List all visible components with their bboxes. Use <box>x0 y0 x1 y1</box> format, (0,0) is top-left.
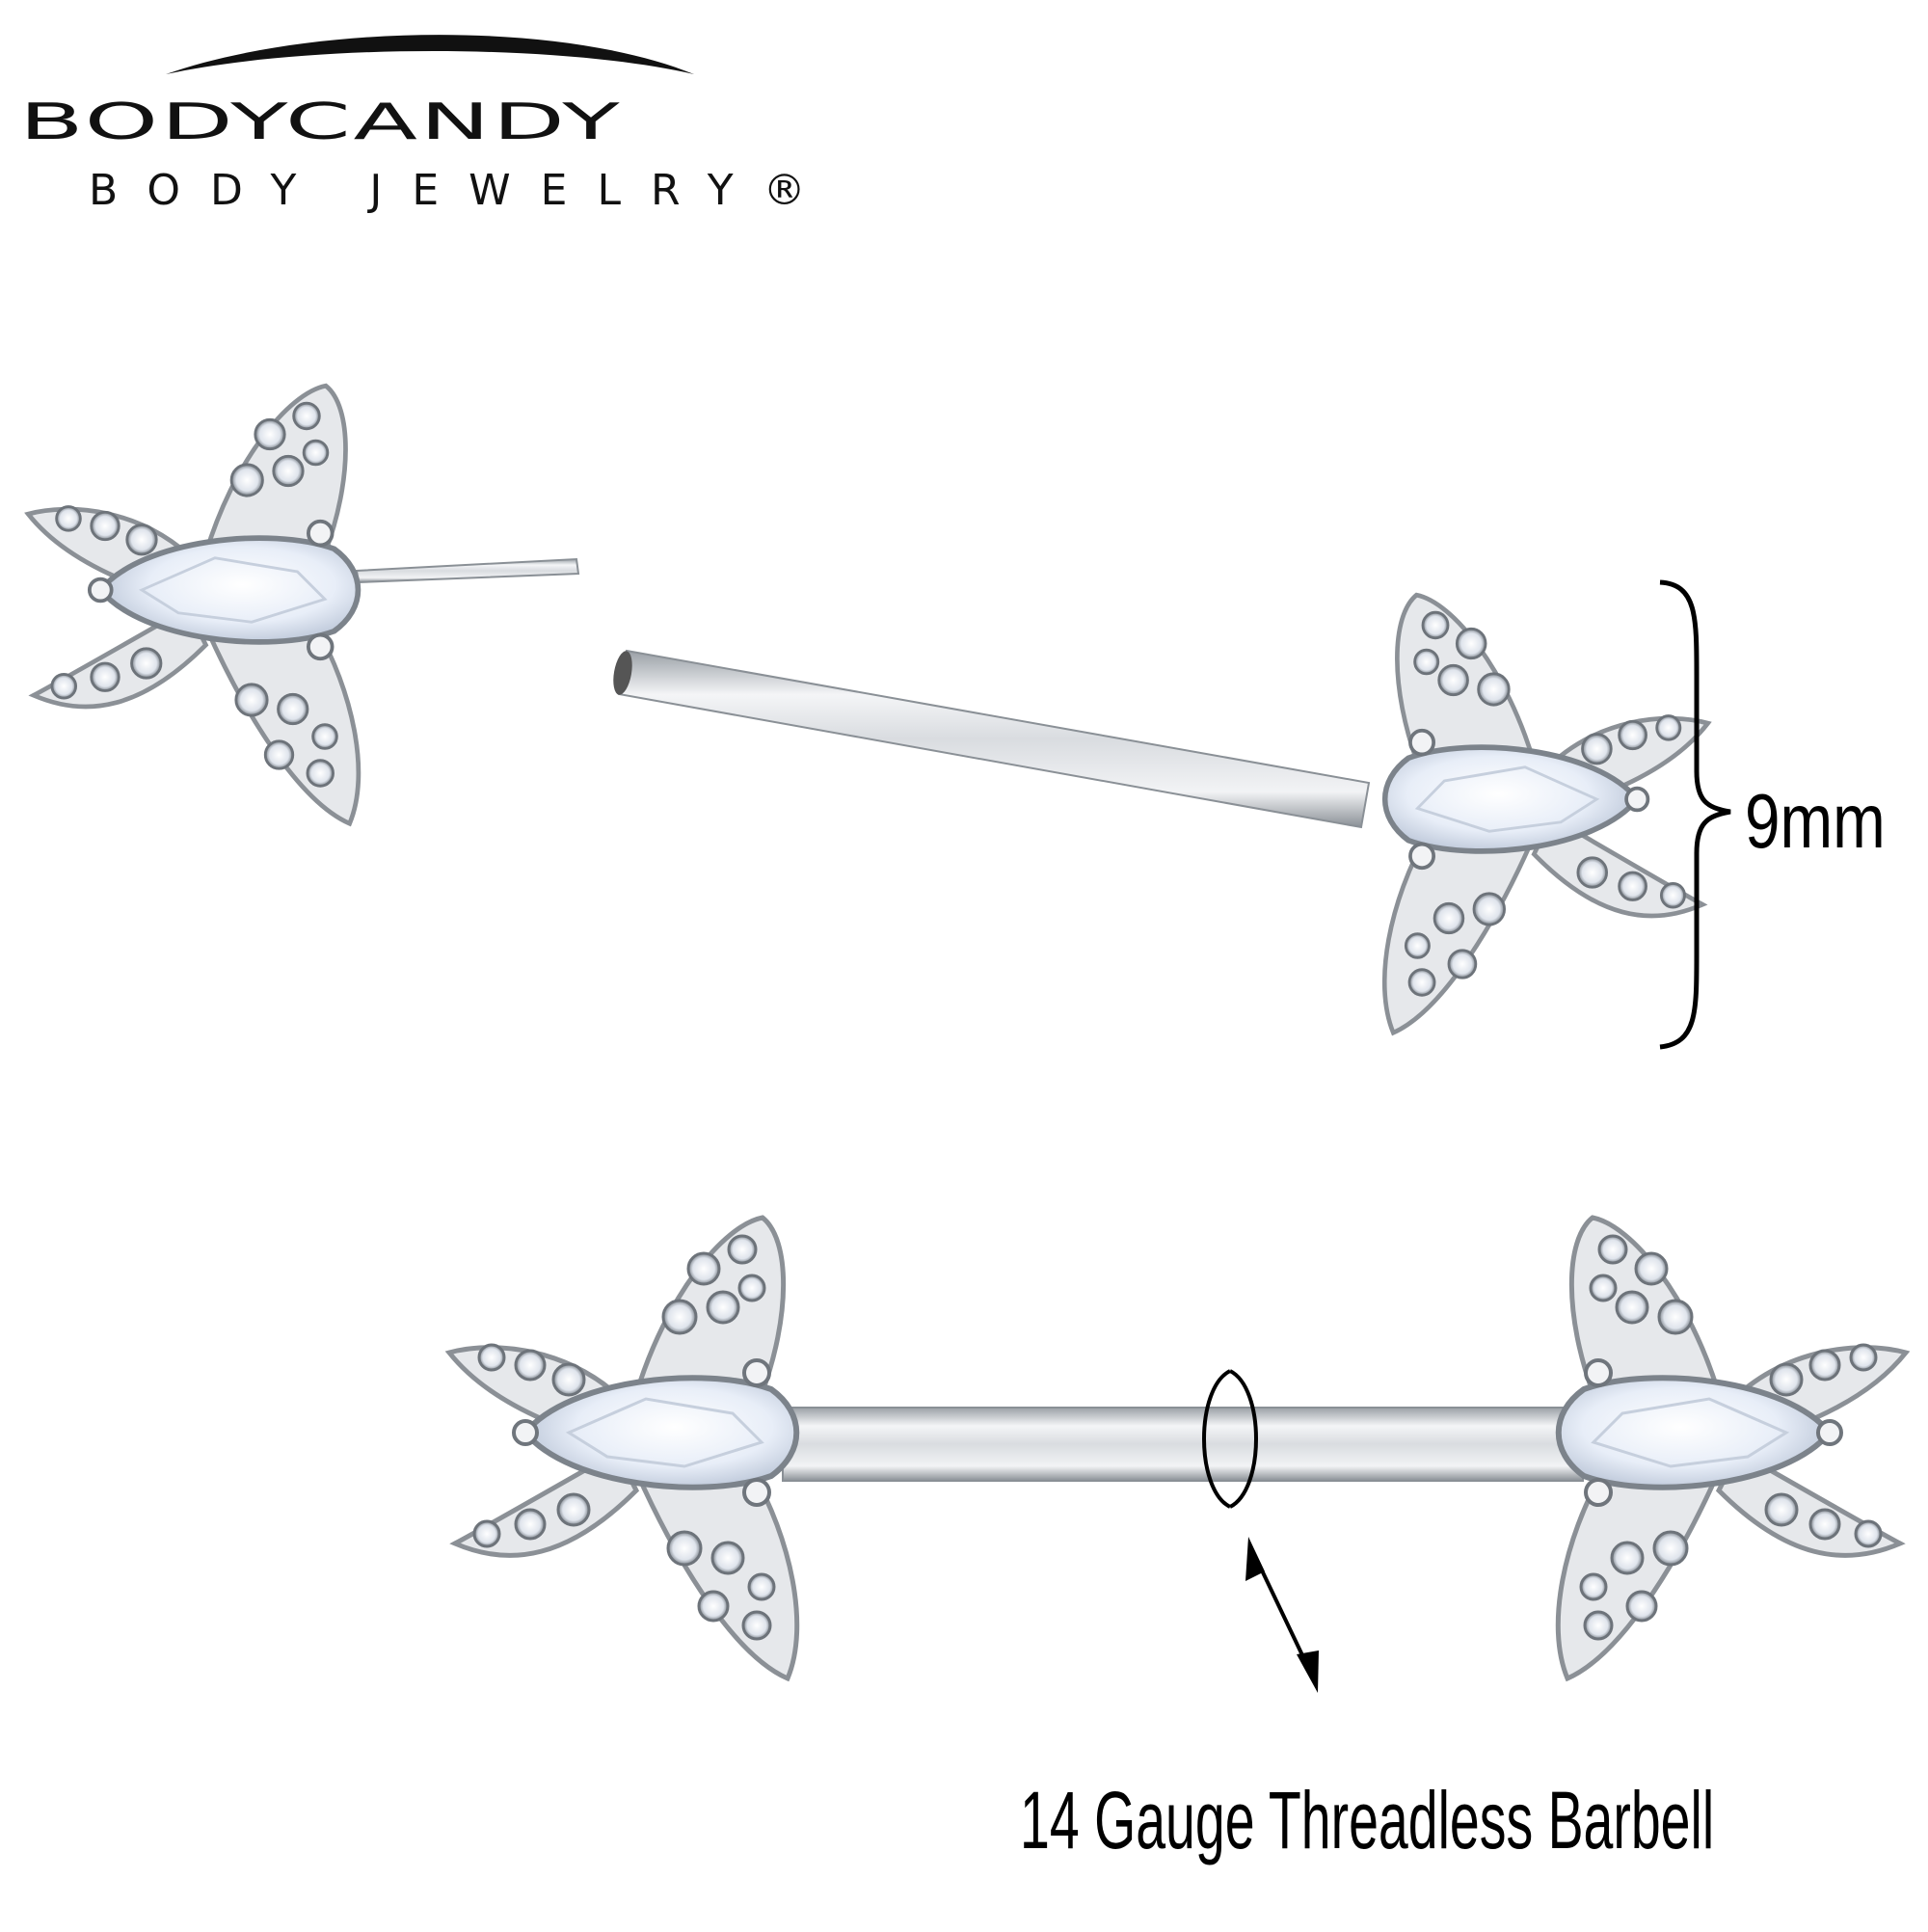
size-annotation: 9mm <box>1745 778 1886 864</box>
gauge-ring-back <box>1202 1369 1232 1509</box>
arrow-head-up <box>1245 1537 1265 1581</box>
butterfly-charm <box>1384 595 1707 1033</box>
size-brace <box>1659 579 1731 1050</box>
pin <box>355 557 580 584</box>
logo-tagline: BODY JEWELRY® <box>89 166 836 215</box>
logo-arc <box>166 35 694 74</box>
arrow-head-down <box>1297 1650 1319 1693</box>
gauge-ring-front <box>1228 1369 1258 1509</box>
bar-hollow-end <box>613 651 632 695</box>
logo-wordmark: BODYCANDY <box>19 93 623 151</box>
butterfly-end-on-barbell <box>613 595 1708 1033</box>
barbell-bar <box>617 649 1371 829</box>
butterfly-charm-right <box>1558 1218 1906 1678</box>
butterfly-charm <box>28 386 359 823</box>
butterfly-charm-left <box>449 1218 797 1678</box>
barbell-annotation: 14 Gauge Threadless Barbell <box>1020 1775 1715 1865</box>
barbell-bar <box>782 1407 1584 1482</box>
assembled-barbell <box>449 1218 1906 1678</box>
butterfly-end-with-pin <box>28 386 580 823</box>
